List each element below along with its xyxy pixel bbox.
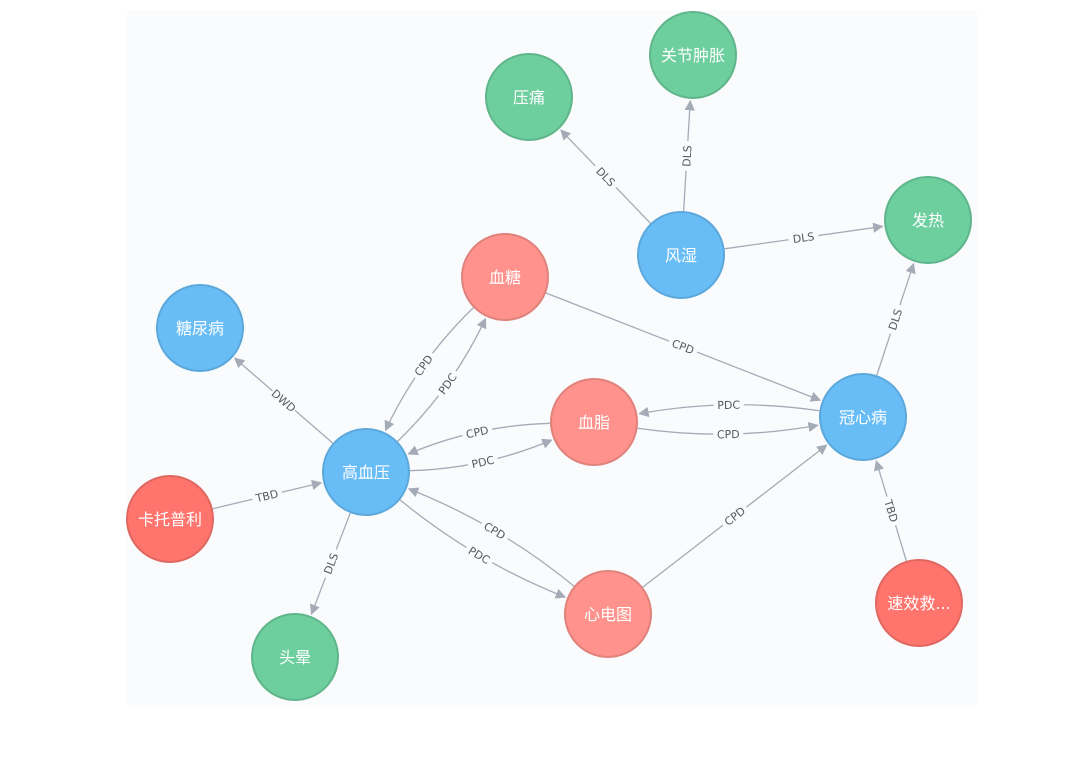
node-exam[interactable]: 血糖 bbox=[461, 233, 549, 321]
node-circle[interactable] bbox=[251, 613, 339, 701]
node-symptom[interactable]: 压痛 bbox=[485, 53, 573, 141]
edge-label-background bbox=[713, 397, 744, 413]
node-label: 心电图 bbox=[584, 605, 632, 624]
node-drug[interactable]: 速效救... bbox=[875, 559, 963, 647]
node-disease[interactable]: 冠心病 bbox=[819, 373, 907, 461]
edge-line[interactable] bbox=[407, 487, 575, 587]
edge-label-background bbox=[409, 349, 438, 382]
edge-label: CPD bbox=[465, 424, 490, 442]
edge-cpd[interactable]: CPD bbox=[545, 292, 822, 402]
edge-line[interactable] bbox=[399, 499, 567, 599]
node-disease[interactable]: 糖尿病 bbox=[156, 284, 244, 372]
node-label: 糖尿病 bbox=[176, 319, 224, 338]
node-circle[interactable] bbox=[156, 284, 244, 372]
node-label: 血糖 bbox=[489, 268, 521, 287]
edge-label-background bbox=[666, 334, 700, 359]
node-label: 头晕 bbox=[279, 648, 311, 667]
node-exam[interactable]: 血脂 bbox=[550, 378, 638, 466]
edge-tbd[interactable]: TBD bbox=[212, 479, 323, 510]
node-label: 发热 bbox=[912, 211, 944, 230]
edge-label-background bbox=[478, 517, 512, 545]
edge-label-background bbox=[461, 422, 494, 443]
edge-label: TBD bbox=[254, 487, 280, 505]
edge-label: PDC bbox=[470, 454, 495, 472]
node-disease[interactable]: 风湿 bbox=[637, 211, 725, 299]
edge-label-background bbox=[318, 547, 343, 581]
edge-label-background bbox=[462, 541, 496, 569]
edge-label-background bbox=[250, 485, 284, 507]
node-label: 风湿 bbox=[665, 246, 697, 265]
node-circle[interactable] bbox=[550, 378, 638, 466]
node-symptom[interactable]: 发热 bbox=[884, 176, 972, 264]
node-circle[interactable] bbox=[461, 233, 549, 321]
node-label: 压痛 bbox=[513, 88, 545, 107]
edge-dls[interactable]: DLS bbox=[724, 222, 884, 250]
node-circle[interactable] bbox=[322, 428, 410, 516]
edge-label-background bbox=[880, 494, 903, 528]
edge-label-background bbox=[713, 426, 744, 442]
edge-label: DLS bbox=[680, 145, 694, 167]
edge-label-background bbox=[787, 228, 820, 247]
edge-label: TBD bbox=[881, 497, 900, 523]
edge-cpd[interactable]: CPD bbox=[642, 444, 828, 588]
edge-pdc[interactable]: PDC bbox=[397, 317, 487, 442]
edge-label: DLS bbox=[792, 230, 815, 246]
edge-label-background bbox=[590, 161, 622, 193]
edge-dls[interactable]: DLS bbox=[876, 262, 916, 376]
edge-label: DLS bbox=[321, 551, 341, 576]
edge-label-background bbox=[883, 303, 907, 336]
node-label: 冠心病 bbox=[839, 408, 887, 427]
edge-cpd[interactable]: CPD bbox=[407, 422, 551, 456]
node-label: 卡托普利 bbox=[138, 510, 202, 529]
edge-dwd[interactable]: DWD bbox=[233, 357, 334, 444]
edge-label: DLS bbox=[886, 307, 905, 332]
edge-cpd[interactable]: CPD bbox=[637, 421, 819, 442]
edge-label: PDC bbox=[717, 399, 740, 412]
edge-pdc[interactable]: PDC bbox=[409, 438, 553, 472]
edge-tbd[interactable]: TBD bbox=[873, 460, 907, 562]
node-circle[interactable] bbox=[564, 570, 652, 658]
node-circle[interactable] bbox=[126, 475, 214, 563]
edge-dls[interactable]: DLS bbox=[679, 99, 695, 212]
node-circle[interactable] bbox=[485, 53, 573, 141]
node-circle[interactable] bbox=[884, 176, 972, 264]
node-circle[interactable] bbox=[649, 11, 737, 99]
node-label: 关节肿胀 bbox=[661, 46, 725, 65]
node-circle[interactable] bbox=[819, 373, 907, 461]
node-drug[interactable]: 卡托普利 bbox=[126, 475, 214, 563]
node-label: 高血压 bbox=[342, 463, 390, 482]
edge-cpd[interactable]: CPD bbox=[384, 307, 474, 432]
node-circle[interactable] bbox=[875, 559, 963, 647]
edge-label-background bbox=[433, 367, 462, 400]
edge-label-background bbox=[267, 385, 300, 416]
node-symptom[interactable]: 头晕 bbox=[251, 613, 339, 701]
node-circle[interactable] bbox=[637, 211, 725, 299]
edge-cpd[interactable]: CPD bbox=[407, 487, 575, 587]
edge-label-background bbox=[679, 140, 695, 172]
node-label: 速效救... bbox=[887, 594, 950, 613]
node-label: 血脂 bbox=[578, 413, 610, 432]
edge-label-background bbox=[718, 501, 751, 531]
edge-dls[interactable]: DLS bbox=[309, 512, 351, 616]
edge-label: CPD bbox=[670, 337, 696, 357]
edge-pdc[interactable]: PDC bbox=[638, 397, 820, 418]
node-symptom[interactable]: 关节肿胀 bbox=[649, 11, 737, 99]
node-disease[interactable]: 高血压 bbox=[322, 428, 410, 516]
edge-dls[interactable]: DLS bbox=[560, 129, 651, 224]
node-exam[interactable]: 心电图 bbox=[564, 570, 652, 658]
edge-pdc[interactable]: PDC bbox=[399, 499, 567, 599]
edge-label: CPD bbox=[717, 428, 740, 441]
edge-label-background bbox=[466, 451, 499, 472]
